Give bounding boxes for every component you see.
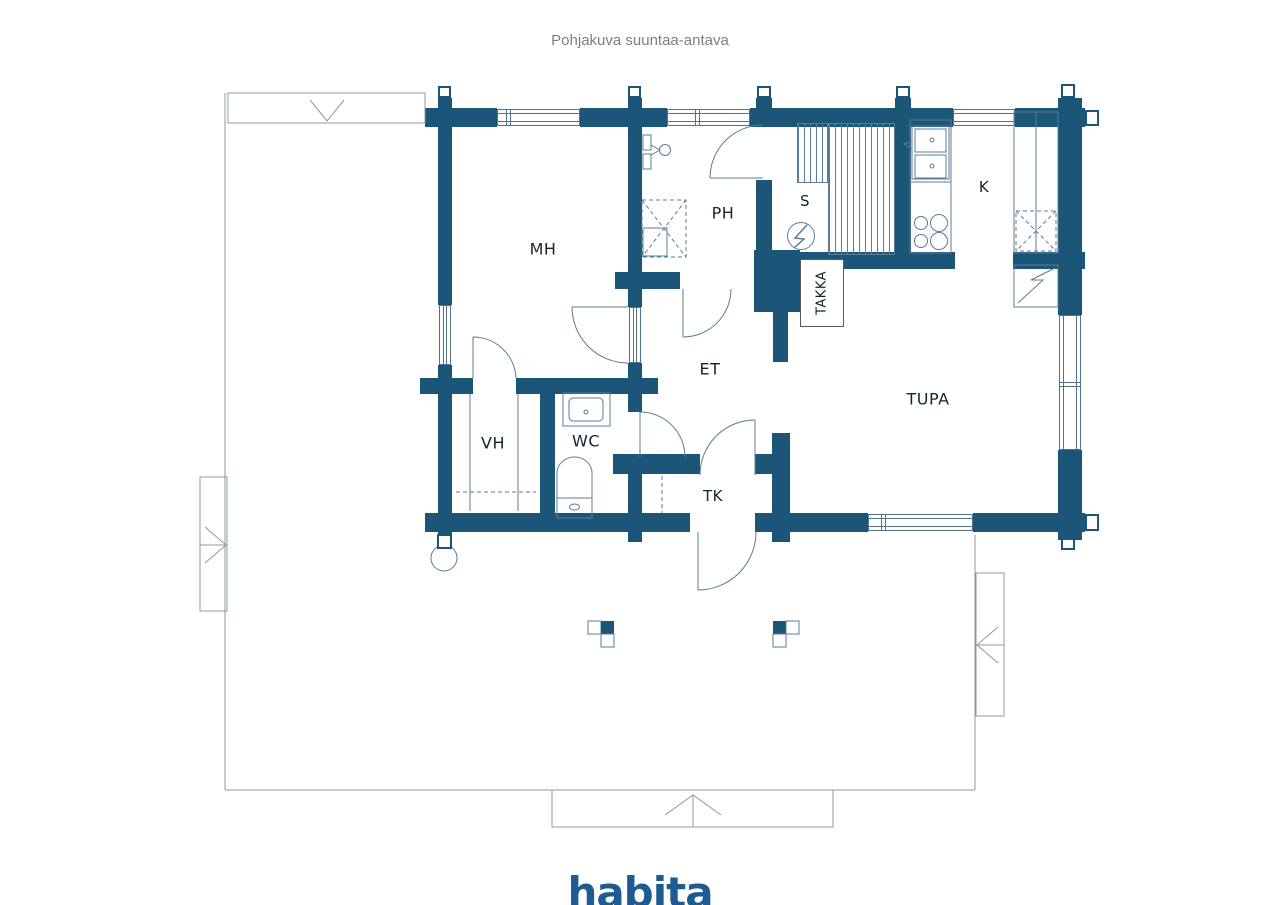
- door-swing-ph: [682, 288, 732, 338]
- wall-segment: [613, 454, 700, 474]
- log-end-cap: [896, 86, 910, 98]
- room-label-vh: VH: [481, 433, 505, 453]
- wall-segment: [425, 108, 497, 127]
- step-up-arrow-icon: [664, 794, 722, 827]
- wall-segment: [1058, 98, 1082, 315]
- wall-segment: [755, 513, 868, 532]
- wall-segment: [438, 98, 452, 305]
- wall-segment: [756, 180, 772, 252]
- door-swing-vh: [472, 336, 517, 379]
- wall-segment: [973, 513, 1085, 532]
- wall-segment: [1058, 532, 1082, 540]
- kitchen-sink-counter: [902, 119, 952, 254]
- wall-segment: [516, 378, 658, 394]
- step-left-arrow-icon: [976, 626, 1004, 664]
- wall-segment: [628, 532, 642, 542]
- page-title: Pohjakuva suuntaa-antava: [551, 32, 729, 49]
- door-swing-sauna: [709, 124, 764, 179]
- wall-segment: [420, 378, 473, 394]
- kitchen-counter-right: [1013, 111, 1059, 254]
- door-swing-mh: [571, 306, 629, 364]
- log-end-cap: [1061, 84, 1075, 98]
- step-right-arrow-icon: [200, 526, 227, 564]
- washing-machine-reservation: [641, 199, 687, 258]
- room-label-wc: WC: [572, 431, 600, 451]
- room-label-mh: MH: [529, 239, 557, 259]
- wall-segment: [772, 433, 790, 513]
- wall-segment: [895, 98, 911, 252]
- sauna-bench: [828, 123, 895, 255]
- wall-segment: [580, 108, 667, 127]
- room-label-s: S: [799, 192, 811, 210]
- toilet: [556, 456, 593, 519]
- round-column: [430, 534, 458, 572]
- log-end-cap: [1085, 514, 1099, 531]
- log-end-cap: [438, 86, 451, 98]
- room-label-ph: PH: [711, 203, 735, 223]
- log-end-cap: [628, 86, 641, 98]
- wall-segment: [772, 532, 790, 542]
- sauna-stove-icon: [787, 222, 815, 250]
- room-label-et: ET: [699, 359, 721, 379]
- wall-segment: [1058, 450, 1082, 513]
- support-post: [772, 620, 800, 648]
- shower-fixture: [642, 134, 671, 170]
- wall-segment: [756, 98, 772, 125]
- window: [667, 109, 750, 126]
- door-opening: [629, 307, 641, 363]
- sauna-bench: [797, 123, 828, 183]
- window: [439, 305, 451, 365]
- kitchen-stove: [914, 214, 948, 250]
- support-post: [587, 620, 615, 648]
- room-label-k: K: [978, 178, 990, 196]
- fireplace-mass: [754, 250, 800, 312]
- wc-sink: [562, 392, 611, 427]
- window: [868, 514, 973, 531]
- closet-lines-vh: [456, 394, 536, 511]
- step-down-arrow-icon: [309, 99, 345, 122]
- refrigerator: [1013, 264, 1059, 308]
- wall-segment: [1013, 252, 1085, 269]
- log-end-cap: [757, 86, 771, 98]
- window: [953, 109, 1015, 126]
- wall-segment: [425, 513, 690, 532]
- door-swing-wc: [639, 411, 686, 458]
- wall-segment: [615, 272, 680, 289]
- fireplace-label: TAKKA: [800, 259, 844, 327]
- door-swing-tk-outer: [697, 531, 757, 591]
- wall-segment: [773, 312, 788, 362]
- log-end-cap: [1061, 538, 1075, 550]
- room-label-tupa: TUPA: [906, 389, 950, 409]
- habita-logo: habita: [567, 868, 713, 905]
- log-end-cap: [1085, 110, 1099, 126]
- room-label-tk: TK: [703, 487, 723, 505]
- window: [1059, 315, 1081, 450]
- wall-segment: [540, 392, 555, 513]
- window: [497, 109, 580, 126]
- door-swing-tk-inner: [699, 419, 756, 476]
